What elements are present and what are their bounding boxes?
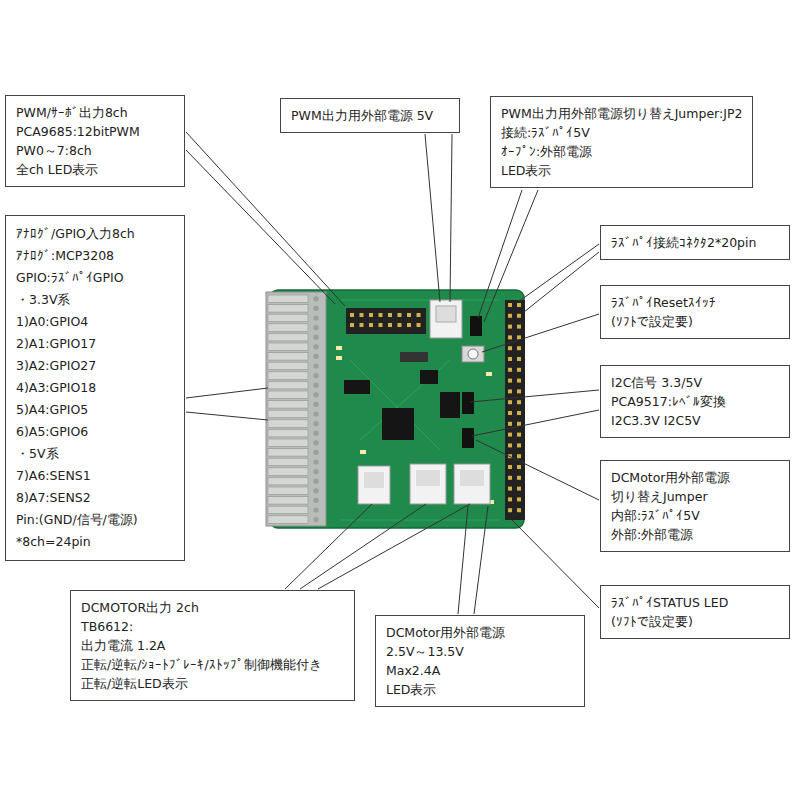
callout-text: 5)A4:GPIO5 <box>16 399 174 421</box>
callout-text: PWM出力用外部電源切り替えJumper:JP2 <box>501 104 742 123</box>
callout-box: I2C信号 3.3/5VPCA9517:ﾚﾍﾞﾙ変換I2C3.3V I2C5V <box>600 365 790 438</box>
callout-text: GPIO:ﾗｽﾞﾊﾟｲGPIO <box>16 267 174 289</box>
motor-connectors <box>358 464 490 504</box>
callout-text: 切り替えJumper <box>611 487 779 506</box>
terminal-block <box>266 292 326 526</box>
callout-box: PWM/ｻｰﾎﾞ出力8chPCA9685:12bitPWMPW0～7:8ch全c… <box>5 95 185 187</box>
callout-text: 2.5V～13.5V <box>386 642 574 661</box>
callout-text: 7)A6:SENS1 <box>16 465 174 487</box>
leds <box>336 346 494 504</box>
callout-text: I2C3.3V I2C5V <box>611 411 779 430</box>
callout-text: 4)A3:GPIO18 <box>16 377 174 399</box>
callout-text: DCMOTOR出力 2ch <box>81 598 344 617</box>
pwm-power-connector <box>430 300 462 338</box>
callout-text: ｱﾅﾛｸﾞ:MCP3208 <box>16 245 174 267</box>
callout-text: 正転/逆転/ｼｮｰﾄﾌﾞﾚｰｷ/ｽﾄｯﾌﾟ制御機能付き <box>81 655 344 674</box>
callout-text: ｵｰﾌﾟﾝ:外部電源 <box>501 142 742 161</box>
callout-text: 8)A7:SENS2 <box>16 487 174 509</box>
callout-text: ﾗｽﾞﾊﾟｲ接続ｺﾈｸﾀ2*20pin <box>611 233 779 252</box>
callout-text: ｱﾅﾛｸﾞ/GPIO入力8ch <box>16 223 174 245</box>
callout-box: ｱﾅﾛｸﾞ/GPIO入力8chｱﾅﾛｸﾞ:MCP3208GPIO:ﾗｽﾞﾊﾟｲG… <box>5 215 185 561</box>
callout-text: ・3.3V系 <box>16 289 174 311</box>
callout-text: ・5V系 <box>16 443 174 465</box>
callout-text: (ｿﾌﾄで設定要) <box>611 312 779 331</box>
callout-text: 正転/逆転LED表示 <box>81 674 344 693</box>
callout-text: I2C信号 3.3/5V <box>611 373 779 392</box>
callout-text: DCMotor用外部電源 <box>386 623 574 642</box>
callout-text: 2)A1:GPIO17 <box>16 333 174 355</box>
gpio-header <box>505 300 525 520</box>
callout-text: ﾗｽﾞﾊﾟｲSTATUS LED <box>611 593 779 612</box>
callout-box: ﾗｽﾞﾊﾟｲ接続ｺﾈｸﾀ2*20pin <box>600 225 790 260</box>
callout-box: DCMOTOR出力 2chTB6612:出力電流 1.2A正転/逆転/ｼｮｰﾄﾌ… <box>70 590 355 701</box>
callout-text: Max2.4A <box>386 661 574 680</box>
callout-box: DCMotor用外部電源切り替えJumper内部:ﾗｽﾞﾊﾟｲ5V外部:外部電源 <box>600 460 790 552</box>
chips <box>344 352 474 448</box>
callout-text: 1)A0:GPIO4 <box>16 311 174 333</box>
callout-box: DCMotor用外部電源2.5V～13.5VMax2.4ALED表示 <box>375 615 585 707</box>
callout-text: PCA9685:12bitPWM <box>16 122 174 141</box>
callout-text: 3)A2:GPIO27 <box>16 355 174 377</box>
callout-text: PWM出力用外部電源 5V <box>291 106 449 125</box>
callout-box: PWM出力用外部電源 5V <box>280 98 460 133</box>
callout-box: PWM出力用外部電源切り替えJumper:JP2接続:ﾗｽﾞﾊﾟｲ5Vｵｰﾌﾟﾝ… <box>490 96 753 188</box>
callout-text: 6)A5:GPIO6 <box>16 421 174 443</box>
callout-text: 内部:ﾗｽﾞﾊﾟｲ5V <box>611 506 779 525</box>
callout-text: PWM/ｻｰﾎﾞ出力8ch <box>16 103 174 122</box>
callout-text: ﾗｽﾞﾊﾟｲResetｽｲｯﾁ <box>611 293 779 312</box>
callout-box: ﾗｽﾞﾊﾟｲSTATUS LED(ｿﾌﾄで設定要) <box>600 585 790 639</box>
callout-text: PCA9517:ﾚﾍﾞﾙ変換 <box>611 392 779 411</box>
callout-text: (ｿﾌﾄで設定要) <box>611 612 779 631</box>
callout-text: DCMotor用外部電源 <box>611 468 779 487</box>
servo-header <box>346 308 426 334</box>
callout-text: *8ch=24pin <box>16 531 174 553</box>
callout-text: 接続:ﾗｽﾞﾊﾟｲ5V <box>501 123 742 142</box>
leader-lines <box>186 132 599 614</box>
reset-switch <box>462 346 484 362</box>
callout-text: LED表示 <box>501 161 742 180</box>
jumper-jp2 <box>470 316 482 336</box>
callout-text: LED表示 <box>386 680 574 699</box>
callout-text: 全ch LED表示 <box>16 160 174 179</box>
callout-box: ﾗｽﾞﾊﾟｲResetｽｲｯﾁ(ｿﾌﾄで設定要) <box>600 285 790 339</box>
callout-text: Pin:(GND/信号/電源) <box>16 509 174 531</box>
callout-text: TB6612: <box>81 617 344 636</box>
callout-text: 出力電流 1.2A <box>81 636 344 655</box>
callout-text: 外部:外部電源 <box>611 525 779 544</box>
callout-text: PW0～7:8ch <box>16 141 174 160</box>
